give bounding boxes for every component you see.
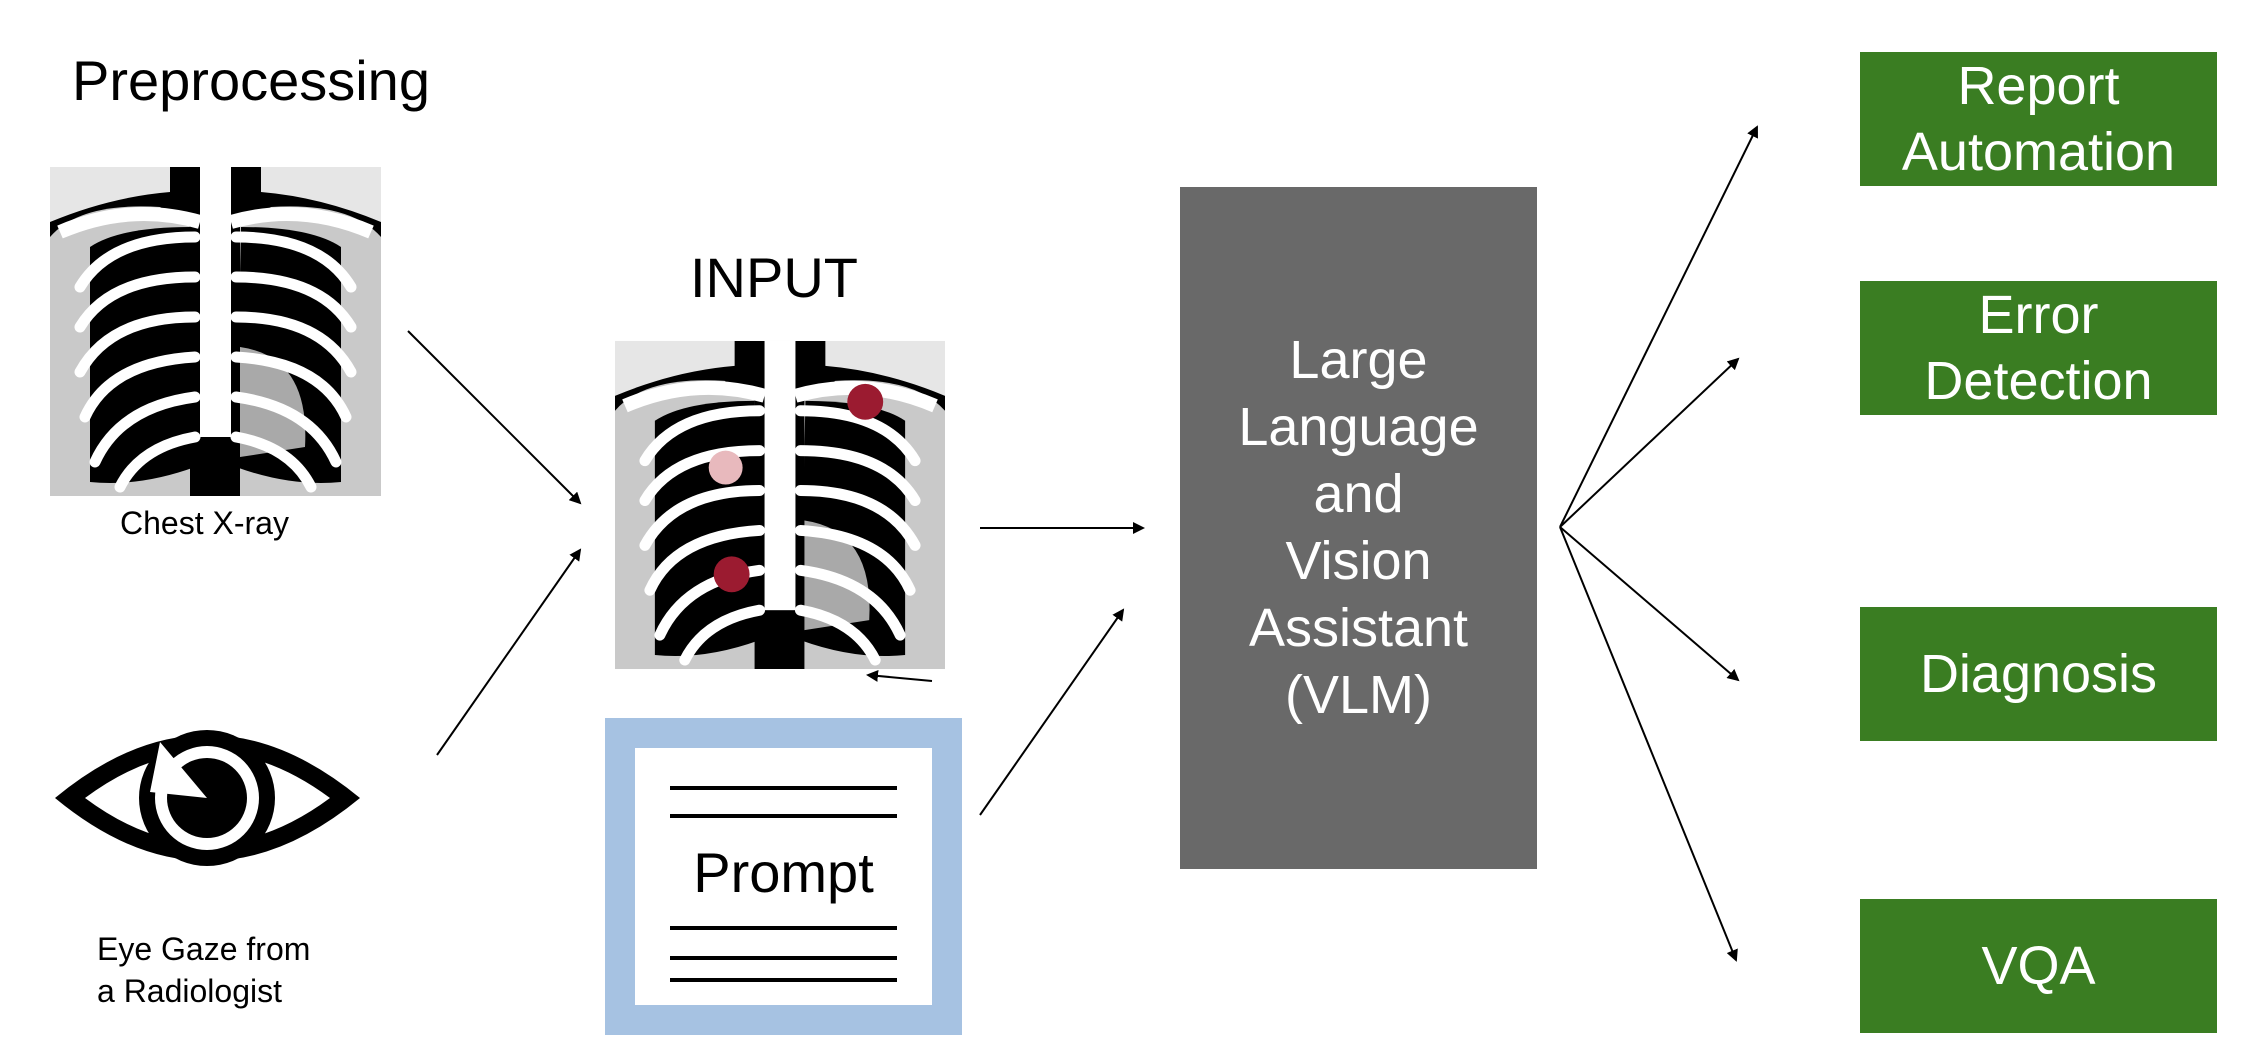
output-error-detection: Error Detection <box>1860 281 2217 415</box>
chest-xray-icon <box>50 167 381 496</box>
input-title: INPUT <box>690 246 858 309</box>
arrow-to-report-automation <box>1559 125 1758 528</box>
prompt-label: Prompt <box>693 841 874 904</box>
document-icon: Prompt <box>635 748 932 1005</box>
arrow-prompt-to-vlm <box>979 608 1125 816</box>
document-lines <box>670 786 897 982</box>
vlm-label: Large Language and Vision Assistant (VLM… <box>1238 330 1479 725</box>
eye-caption: Eye Gaze from a Radiologist <box>97 931 311 1009</box>
arrow-to-vqa <box>1559 526 1738 962</box>
xray-caption: Chest X-ray <box>120 505 289 541</box>
eye-icon <box>55 730 360 866</box>
vlm-box: Large Language and Vision Assistant (VLM… <box>1180 187 1537 869</box>
output-label: Diagnosis <box>1919 644 2158 704</box>
chest-xray-with-gaze-icon <box>615 340 945 670</box>
prompt-card: Prompt <box>605 718 962 1035</box>
output-vqa: VQA <box>1860 899 2217 1033</box>
arrow-to-error-detection <box>1559 357 1740 528</box>
gaze-point <box>847 383 884 420</box>
output-report-automation: Report Automation <box>1860 52 2217 186</box>
output-label: VQA <box>1981 936 2096 996</box>
gaze-point <box>713 556 750 593</box>
preprocessing-title: Preprocessing <box>72 49 430 112</box>
gaze-point <box>708 450 743 485</box>
arrow-eye-to-input <box>436 548 582 756</box>
arrow-xray-to-input <box>407 330 582 505</box>
output-label: Error Detection <box>1924 285 2153 411</box>
arrow-to-diagnosis <box>1559 526 1740 682</box>
output-diagnosis: Diagnosis <box>1860 607 2217 741</box>
output-label: Report Automation <box>1901 56 2176 182</box>
arrow-prompt-to-image-stub <box>866 669 933 682</box>
